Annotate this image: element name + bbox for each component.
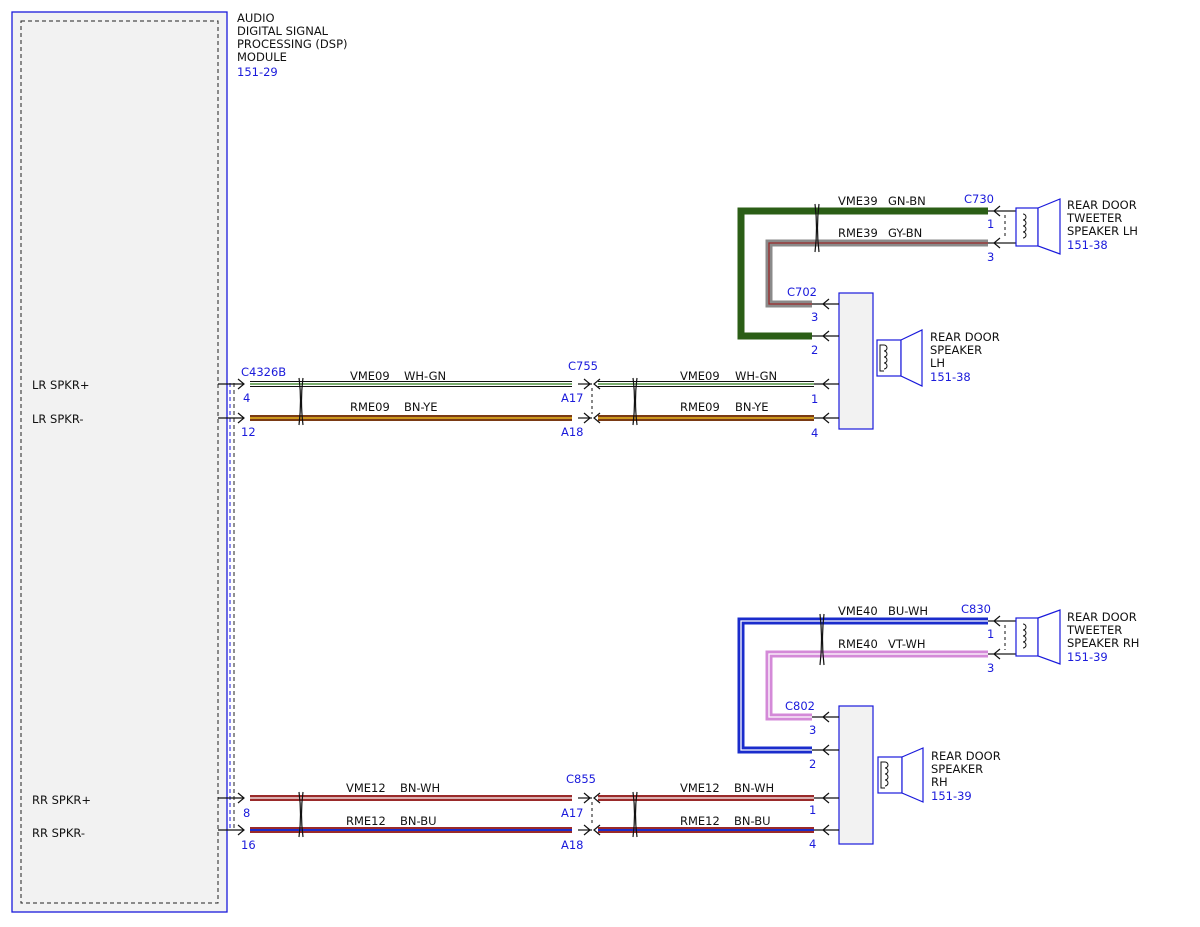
wire-vme39-gn-bn (737, 207, 988, 340)
pin-label-rr-plus: RR SPKR+ (32, 793, 91, 807)
c702-pin-1: 1 (811, 392, 818, 406)
c802-pin-1: 1 (809, 803, 816, 817)
connector-c755-label: C755 (568, 359, 598, 373)
wire-lr-plus-b-color: WH-GN (735, 369, 777, 383)
c4326b-pin-16: 16 (241, 838, 256, 852)
dsp-module (11, 11, 235, 913)
module-title-line-3: PROCESSING (DSP) (237, 37, 348, 51)
wire-lt-minus-color: GY-BN (888, 226, 922, 240)
connector-c755 (578, 378, 601, 424)
connector-c855 (578, 792, 601, 836)
wire-lt-minus-circuit: RME39 (838, 226, 878, 240)
wire-lr-minus-a-color: BN-YE (404, 400, 438, 414)
twisted-pair-marker (298, 377, 302, 426)
speaker-rh-ref: 151-39 (931, 789, 972, 803)
speaker-rh-line-1: REAR DOOR (931, 749, 1001, 763)
c802-pin-2: 2 (809, 757, 816, 771)
tweeter-rh-line-1: REAR DOOR (1067, 610, 1137, 624)
wire-rr-minus-a-color: BN-BU (400, 814, 437, 828)
wire-rr-plus-a-circuit: VME12 (346, 781, 386, 795)
c855-pin-a18: A18 (561, 838, 584, 852)
speaker-lh-line-3: LH (930, 356, 945, 370)
speaker-lh-ref: 151-38 (930, 370, 971, 384)
module-title-line-2: DIGITAL SIGNAL (237, 24, 329, 38)
wire-lt-plus-circuit: VME39 (838, 194, 878, 208)
tweeter-rh-line-2: TWEETER (1066, 623, 1122, 637)
module-title-line-4: MODULE (237, 50, 287, 64)
c802-pin-3: 3 (809, 723, 816, 737)
wire-rr-plus-a-color: BN-WH (400, 781, 440, 795)
connector-c4326b-label: C4326B (241, 365, 286, 379)
module-ref: 151-29 (237, 65, 278, 79)
wire-rt-plus-color: BU-WH (888, 604, 928, 618)
wire-lr-plus-a-color: WH-GN (404, 369, 446, 383)
speaker-rh-line-2: SPEAKER (931, 762, 983, 776)
wire-vme40-bu-wh (737, 617, 988, 754)
wire-lr-plus-a-circuit: VME09 (350, 369, 390, 383)
c702-pin-4: 4 (811, 426, 818, 440)
connector-c855-label: C855 (566, 772, 596, 786)
tweeter-lh-line-3: SPEAKER LH (1067, 224, 1138, 238)
tweeter-lh-line-2: TWEETER (1066, 211, 1122, 225)
c730-pin-1: 1 (987, 217, 994, 231)
connector-c830 (988, 615, 1016, 660)
c702-pin-2: 2 (811, 343, 818, 357)
pin-label-lr-plus: LR SPKR+ (32, 378, 89, 392)
c830-pin-1: 1 (987, 627, 994, 641)
module-pin-arrows (218, 378, 245, 836)
wire-lt-plus-color: GN-BN (888, 194, 926, 208)
connector-c730-label: C730 (964, 192, 994, 206)
connector-c702 (812, 292, 874, 430)
connector-c802-label: C802 (785, 699, 815, 713)
wire-rt-plus-circuit: VME40 (838, 604, 878, 618)
c4326b-pin-12: 12 (241, 425, 256, 439)
wire-rme39-gy-bn (765, 239, 988, 308)
tweeter-lh-line-1: REAR DOOR (1067, 198, 1137, 212)
speaker-lh-line-1: REAR DOOR (930, 330, 1000, 344)
connector-c802 (812, 705, 874, 845)
c4326b-pin-8: 8 (243, 806, 250, 820)
wire-rr-minus-b-circuit: RME12 (680, 814, 720, 828)
wire-rr-plus-b-circuit: VME12 (680, 781, 720, 795)
speaker-lh-icon (876, 329, 923, 387)
c730-pin-3: 3 (987, 250, 994, 264)
c4326b-pin-4: 4 (243, 391, 250, 405)
c830-pin-3: 3 (987, 661, 994, 675)
wire-lr-plus-b-circuit: VME09 (680, 369, 720, 383)
tweeter-rh-ref: 151-39 (1067, 650, 1108, 664)
speaker-rh-icon (877, 747, 924, 803)
speaker-rh-line-3: RH (931, 775, 948, 789)
c755-pin-a18: A18 (561, 425, 584, 439)
connector-c702-label: C702 (787, 285, 817, 299)
c802-pin-4: 4 (809, 837, 816, 851)
wire-rr-minus-a-circuit: RME12 (346, 814, 386, 828)
wire-lr-minus-a-circuit: RME09 (350, 400, 390, 414)
connector-c830-label: C830 (961, 602, 991, 616)
wire-lr-minus-b-circuit: RME09 (680, 400, 720, 414)
wire-rt-minus-circuit: RME40 (838, 637, 878, 651)
tweeter-rh-line-3: SPEAKER RH (1067, 636, 1139, 650)
tweeter-lh-icon (1015, 198, 1061, 255)
c855-pin-a17: A17 (561, 806, 584, 820)
connector-c730 (988, 205, 1016, 249)
module-title-line-1: AUDIO (237, 11, 275, 25)
c755-pin-a17: A17 (561, 391, 584, 405)
wire-rr-plus-b-color: BN-WH (734, 781, 774, 795)
tweeter-rh-icon (1015, 609, 1061, 665)
pin-label-lr-minus: LR SPKR- (32, 412, 84, 426)
pin-label-rr-minus: RR SPKR- (32, 826, 85, 840)
c702-pin-3: 3 (811, 310, 818, 324)
wire-lr-minus-b-color: BN-YE (735, 400, 769, 414)
wire-rme40-vt-wh (765, 650, 988, 721)
wire-rt-minus-color: VT-WH (888, 637, 926, 651)
wire-rr-minus-b-color: BN-BU (734, 814, 771, 828)
speaker-lh-line-2: SPEAKER (930, 343, 982, 357)
tweeter-lh-ref: 151-38 (1067, 238, 1108, 252)
